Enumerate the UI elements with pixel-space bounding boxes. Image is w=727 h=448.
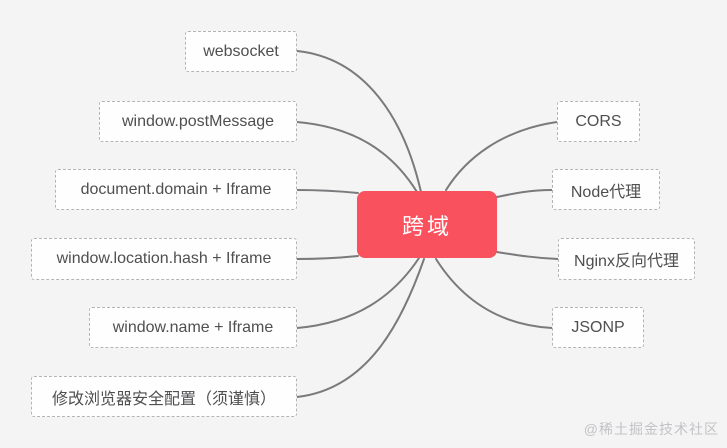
connector-domain-iframe bbox=[296, 189, 359, 194]
connector-name-iframe bbox=[296, 257, 420, 329]
node-cors-label: CORS bbox=[575, 112, 622, 130]
node-window-postmessage-label: window.postMessage bbox=[121, 112, 275, 130]
watermark: @稀土掘金技术社区 bbox=[583, 421, 719, 437]
node-location-hash-iframe[interactable]: window.location.hash + Iframe bbox=[31, 238, 297, 280]
node-window-name-iframe-label: window.name + Iframe bbox=[112, 318, 274, 336]
connector-websocket bbox=[296, 50, 422, 193]
node-window-postmessage[interactable]: window.postMessage bbox=[99, 101, 297, 142]
node-node-proxy[interactable]: Node代理 bbox=[552, 169, 660, 210]
node-nginx-reverse-proxy-label: Nginx反向代理 bbox=[574, 253, 679, 270]
connector-browser-config bbox=[296, 258, 425, 398]
node-document-domain-iframe-label: document.domain + Iframe bbox=[80, 180, 272, 198]
node-browser-security-config-label: 修改浏览器安全配置（须谨慎） bbox=[51, 390, 276, 408]
node-document-domain-iframe[interactable]: document.domain + Iframe bbox=[55, 169, 297, 210]
node-cors[interactable]: CORS bbox=[557, 101, 640, 142]
node-nginx-reverse-proxy[interactable]: Nginx反向代理 bbox=[558, 238, 695, 280]
connector-nginx-proxy bbox=[496, 251, 559, 260]
node-location-hash-iframe-label: window.location.hash + Iframe bbox=[56, 250, 272, 267]
center-node-label: 跨域 bbox=[401, 213, 452, 239]
node-window-name-iframe[interactable]: window.name + Iframe bbox=[89, 307, 297, 348]
node-browser-security-config[interactable]: 修改浏览器安全配置（须谨慎） bbox=[31, 376, 297, 417]
node-websocket[interactable]: websocket bbox=[185, 31, 297, 72]
node-jsonp[interactable]: JSONP bbox=[552, 307, 644, 348]
node-websocket-label: websocket bbox=[203, 42, 279, 60]
center-node-cross-origin[interactable]: 跨域 bbox=[357, 191, 497, 258]
connector-cors bbox=[445, 121, 558, 191]
node-node-proxy-label: Node代理 bbox=[570, 183, 642, 201]
connector-postmessage bbox=[296, 121, 418, 193]
node-jsonp-label: JSONP bbox=[571, 318, 625, 336]
connector-node-proxy bbox=[496, 189, 553, 198]
connector-hash-iframe bbox=[296, 255, 359, 260]
connector-jsonp bbox=[435, 258, 553, 329]
